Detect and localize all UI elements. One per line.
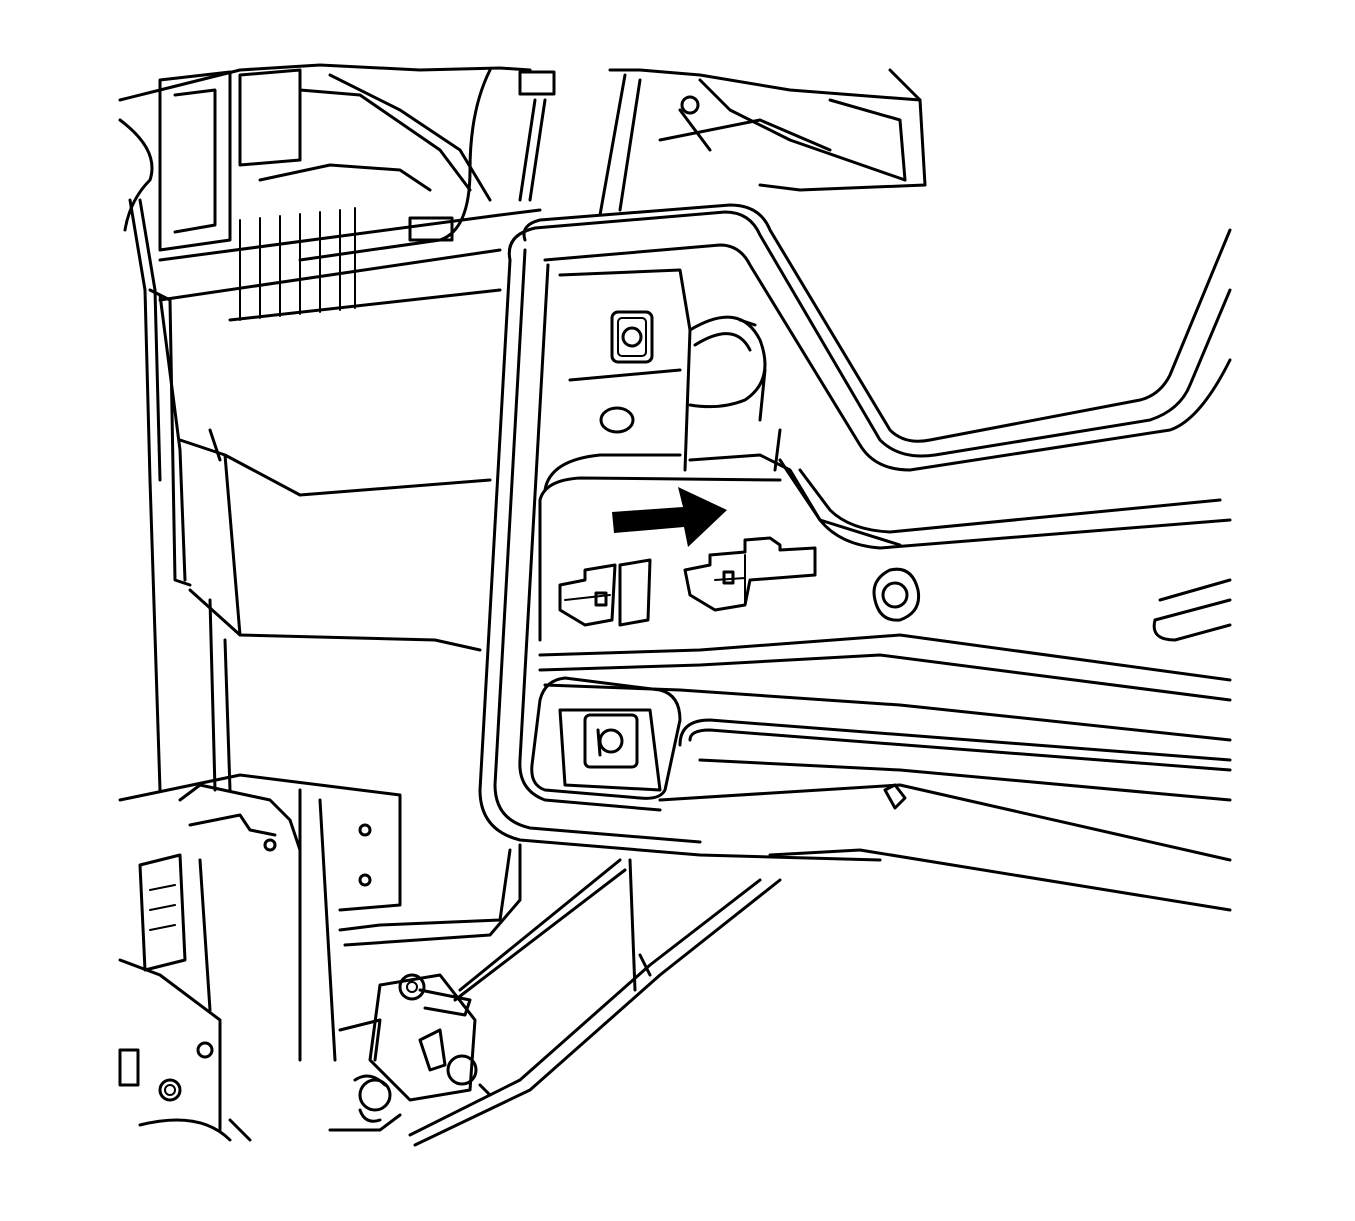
door-frame-upper xyxy=(598,68,927,217)
window-regulator-assembly xyxy=(118,63,556,792)
door-inner-panel xyxy=(478,203,1232,912)
door-lock-actuator xyxy=(118,773,782,1147)
direction-callout xyxy=(612,487,727,547)
right-arrow-icon xyxy=(612,487,727,547)
